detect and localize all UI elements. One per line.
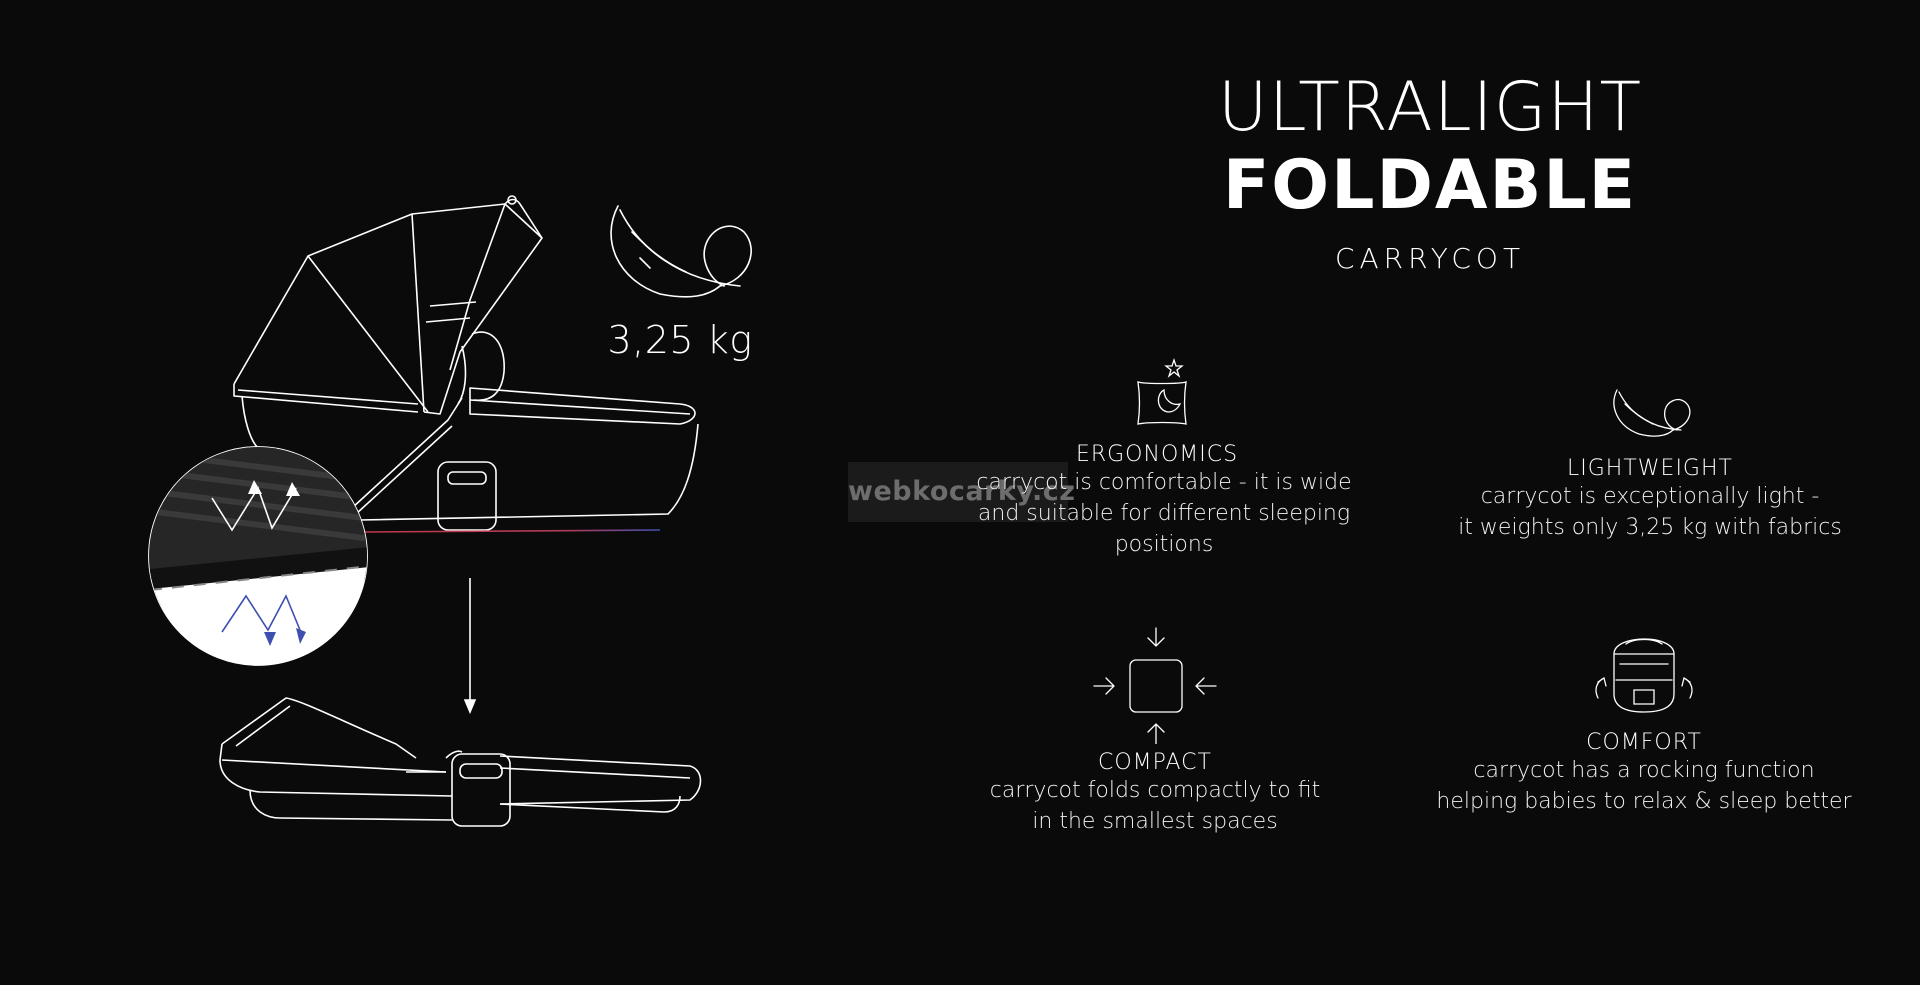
ergonomics-desc-2: and suitable for different sleeping bbox=[977, 501, 1351, 526]
feather-icon bbox=[1613, 389, 1691, 437]
feature-ergonomics: ERGONOMICS carrycot is comfortable - it … bbox=[944, 356, 1384, 560]
carrycot-open-drawing bbox=[233, 195, 699, 531]
headline-ultralight: ULTRALIGHT bbox=[1217, 68, 1643, 147]
compact-title: COMPACT bbox=[1098, 750, 1212, 775]
lightweight-title: LIGHTWEIGHT bbox=[1567, 456, 1733, 481]
feature-comfort: COMFORT carrycot has a rocking function … bbox=[1424, 624, 1864, 817]
compact-desc-1: carrycot folds compactly to fit bbox=[989, 778, 1321, 803]
comfort-desc-2: helping babies to relax & sleep better bbox=[1436, 789, 1852, 814]
feather-weight-icon bbox=[610, 205, 752, 298]
material-detail-circle bbox=[148, 446, 368, 666]
weight-value: 3,25 kg bbox=[607, 318, 753, 362]
carrycot-illustration bbox=[0, 0, 880, 985]
ergonomics-desc-3: positions bbox=[1114, 532, 1214, 557]
carrycot-folded-drawing bbox=[219, 697, 702, 827]
pillow-moon-star-icon bbox=[1137, 357, 1187, 425]
feature-compact: COMPACT carrycot folds compactly to fit … bbox=[935, 624, 1375, 837]
lightweight-desc-1: carrycot is exceptionally light - bbox=[1480, 484, 1820, 509]
rocking-carrycot-icon bbox=[1595, 638, 1693, 713]
compact-desc-2: in the smallest spaces bbox=[1032, 809, 1278, 834]
headline-carrycot: CARRYCOT bbox=[1334, 242, 1526, 275]
feature-lightweight: LIGHTWEIGHT carrycot is exceptionally li… bbox=[1430, 384, 1870, 543]
comfort-desc-1: carrycot has a rocking function bbox=[1473, 758, 1815, 783]
watermark: webkocarky.cz bbox=[848, 462, 1075, 522]
ergonomics-desc-1: carrycot is comfortable - it is wide bbox=[976, 470, 1352, 495]
headline: ULTRALIGHT FOLDABLE CARRYCOT bbox=[1180, 68, 1680, 275]
compress-arrows-icon bbox=[1093, 627, 1217, 744]
base-stripe-gradient bbox=[361, 515, 668, 533]
lightweight-desc-2: it weights only 3,25 kg with fabrics bbox=[1458, 515, 1842, 540]
ergonomics-title: ERGONOMICS bbox=[1075, 442, 1239, 467]
comfort-title: COMFORT bbox=[1586, 730, 1702, 755]
headline-foldable: FOLDABLE bbox=[1222, 146, 1638, 225]
fold-arrow bbox=[463, 578, 477, 715]
